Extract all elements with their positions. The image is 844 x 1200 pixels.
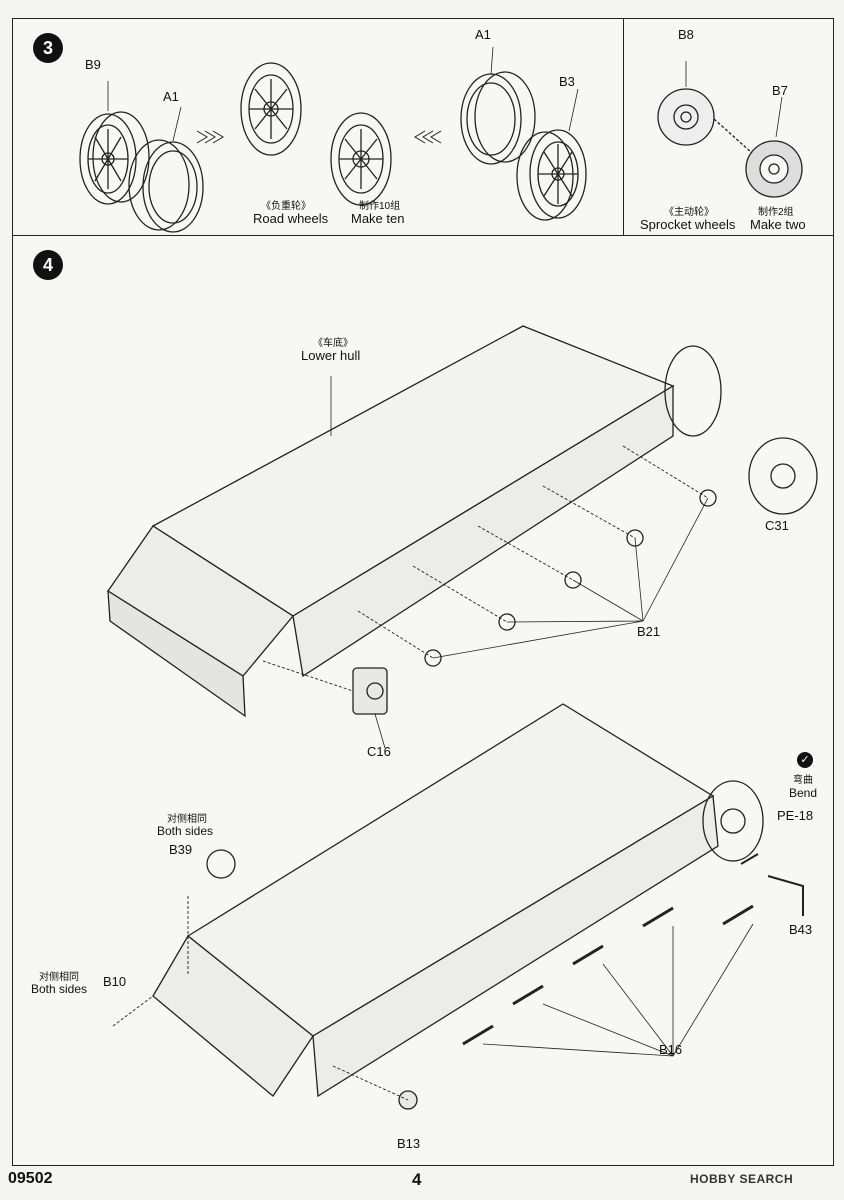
both-sides-label-top: Both sides [157,824,214,838]
bend-icon: ✓ [797,752,813,768]
both-sides-label-bottom: Both sides [31,982,88,996]
make-ten-cn-label: 制作10组 [359,201,401,212]
step-4-lower-hull-panel: 4 [12,236,834,1166]
part-label-a1-left: A1 [163,89,179,104]
sprocket-cn-label: 《主动轮》 [664,207,714,218]
part-label-b8: B8 [678,27,694,42]
sprocket-assembly-drawing [657,61,803,198]
part-label-b13: B13 [397,1136,421,1151]
bend-label: Bend [789,786,818,800]
step-3-road-wheels-panel: 3 [12,18,624,236]
part-label-c31: C31 [765,518,789,533]
both-sides-cn-label-bottom: 对侧相同 [39,972,79,983]
make-two-cn-label: 制作2组 [758,207,794,218]
bend-cn-label: 弯曲 [793,775,813,786]
part-label-c16: C16 [367,744,391,759]
part-label-b43: B43 [789,922,813,937]
road-wheels-label: Road wheels [253,211,329,226]
step-number-3: 3 [33,33,63,63]
road-wheels-cn-label: 《负重轮》 [261,201,311,212]
sprocket-wheels-label: Sprocket wheels [640,217,736,232]
part-label-b39: B39 [169,842,193,857]
part-label-b3: B3 [559,74,575,89]
part-label-b9: B9 [85,57,101,72]
step-number-4: 4 [33,250,63,280]
kit-number: 09502 [8,1170,53,1187]
lower-hull-assembly-drawing [107,325,818,1110]
part-label-b16: B16 [659,1042,683,1057]
part-label-pe18: PE-18 [777,808,814,823]
lower-hull-label: Lower hull [301,348,361,363]
both-sides-cn-label-top: 对侧相同 [167,814,207,825]
watermark: HOBBY SEARCH [690,1172,794,1186]
make-ten-label: Make ten [351,211,405,226]
lower-hull-cn-label: 《车底》 [313,338,353,349]
part-label-b21: B21 [637,624,661,639]
make-two-label: Make two [750,217,806,232]
part-label-b7: B7 [772,83,788,98]
part-label-b10: B10 [103,974,127,989]
road-wheel-assembly-drawing [79,46,587,233]
page-number: 4 [412,1170,422,1189]
part-label-a1-right: A1 [475,27,491,42]
step-3-sprocket-panel: B8 B7 《主动轮》 Sprocket wheels 制作2组 Make tw… [624,18,834,236]
